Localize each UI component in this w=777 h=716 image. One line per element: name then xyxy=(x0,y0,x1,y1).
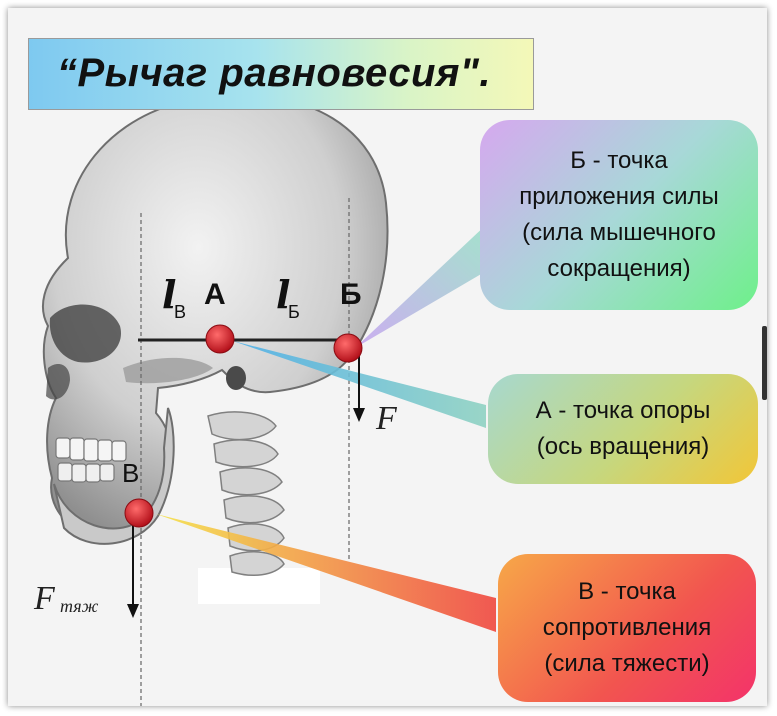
muscle-force-arrow xyxy=(353,353,365,422)
info-box-point-v-text: В - точка сопротивления (сила тяжести) xyxy=(543,574,711,682)
info-box-point-a-text: А - точка опоры (ось вращения) xyxy=(536,393,711,465)
point-a-marker xyxy=(206,325,234,353)
point-b-label: Б xyxy=(340,278,362,312)
scrollbar-handle[interactable] xyxy=(762,326,767,400)
point-v-marker xyxy=(125,499,153,527)
gravity-force-subscript: тяж xyxy=(60,596,98,617)
point-b-marker xyxy=(334,334,362,362)
point-v-label: В xyxy=(122,458,139,489)
title-banner: “Рычаг равновесия". xyxy=(28,38,534,110)
lever-arm-right-subscript: Б xyxy=(288,302,300,323)
muscle-force-label: F xyxy=(376,400,397,438)
lever-arm-left-subscript: В xyxy=(174,302,186,323)
gravity-force-label: F xyxy=(34,580,55,618)
point-a-label: А xyxy=(204,278,226,312)
info-box-point-b: Б - точка приложения силы (сила мышечног… xyxy=(480,120,758,310)
page-title: “Рычаг равновесия". xyxy=(57,51,491,96)
info-box-point-b-text: Б - точка приложения силы (сила мышечног… xyxy=(519,143,719,287)
upper-teeth xyxy=(56,438,126,461)
info-box-point-a: А - точка опоры (ось вращения) xyxy=(488,374,758,484)
figure-frame: “Рычаг равновесия". А Б В l В l Б F F тя… xyxy=(8,8,767,706)
info-box-point-v: В - точка сопротивления (сила тяжести) xyxy=(498,554,756,702)
lower-teeth xyxy=(58,463,114,482)
ear-canal xyxy=(226,366,246,390)
